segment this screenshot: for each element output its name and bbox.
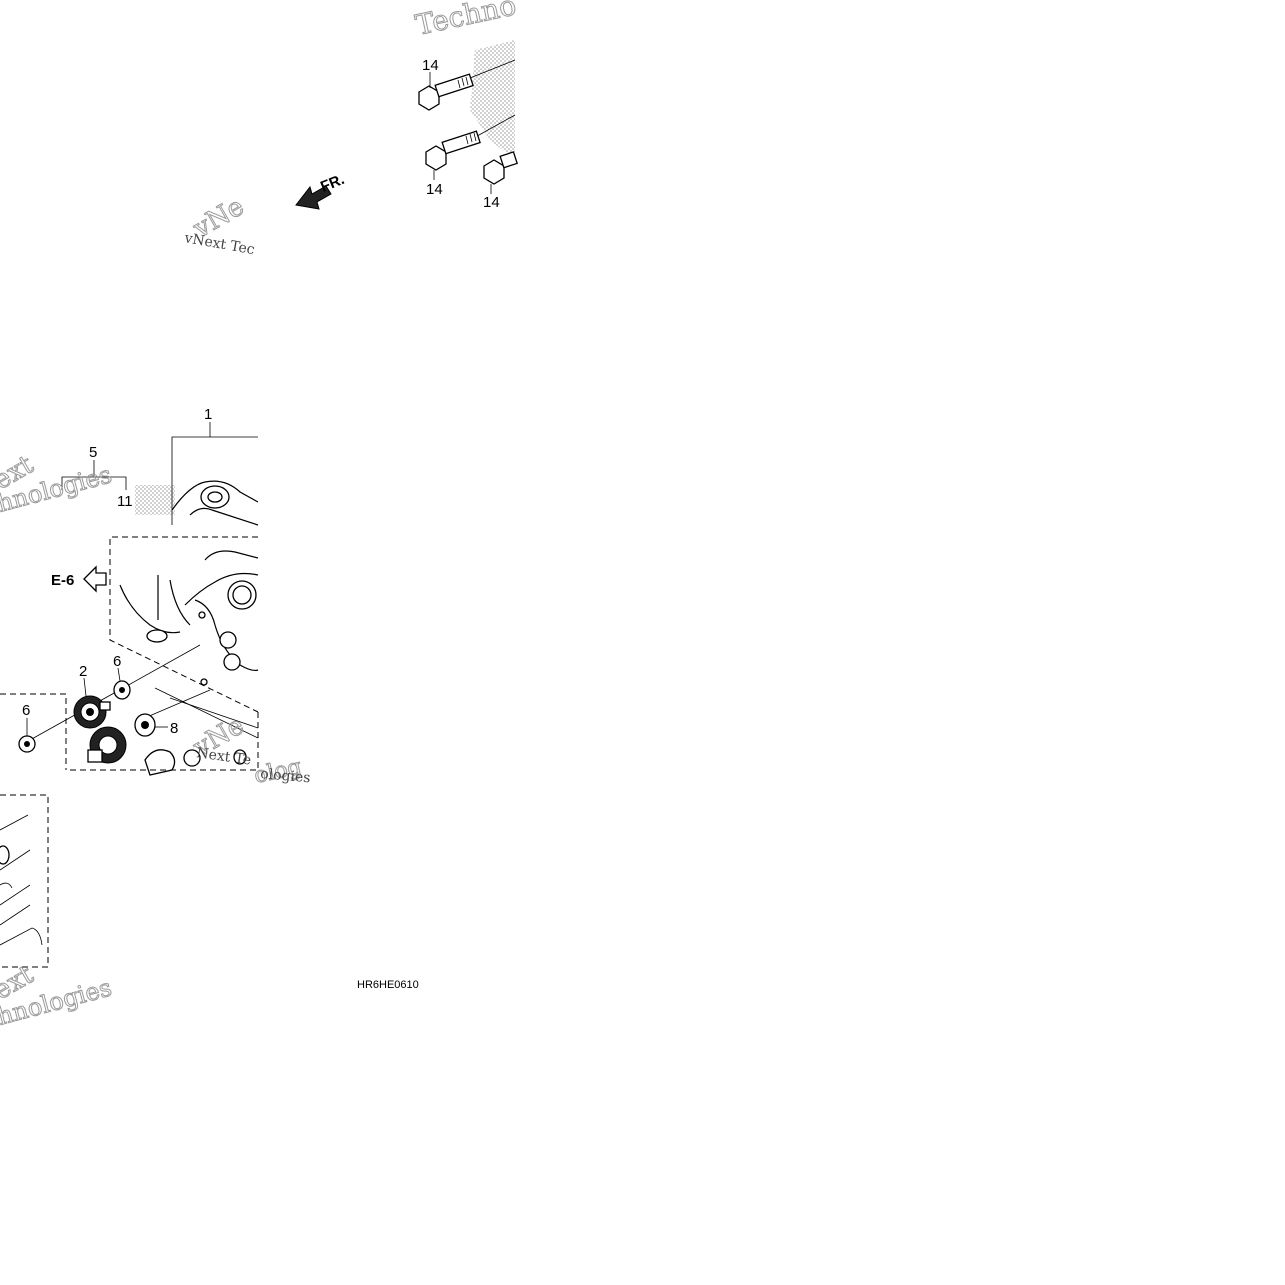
callout-14-upper: 14 <box>422 57 439 74</box>
bolt-14-middle <box>425 130 481 171</box>
bolt-14-upper <box>418 73 474 111</box>
front-direction-arrow <box>295 185 332 210</box>
gear-2 <box>73 695 111 729</box>
reference-arrow-e6 <box>83 565 107 593</box>
bearing-6-lower <box>18 735 36 753</box>
bolt-14-lower <box>483 151 518 185</box>
reference-e6-label: E-6 <box>51 572 74 589</box>
housing-outline <box>171 480 259 511</box>
front-direction-label: FR. <box>318 171 347 196</box>
leader-line <box>464 59 516 81</box>
shaft-detail-panel <box>0 794 49 968</box>
gear-lower <box>87 726 127 764</box>
watermark-text: Techno <box>413 0 519 42</box>
gear-dashed-frame <box>0 693 67 770</box>
diagram-code: HR6HE0610 <box>357 979 419 991</box>
shading-area <box>135 485 175 515</box>
callout-1: 1 <box>204 406 212 423</box>
callout-6-upper: 6 <box>113 653 121 670</box>
bearing-6-upper <box>113 680 131 700</box>
case-dashed-frame <box>109 536 259 713</box>
shading-area <box>470 40 515 160</box>
callout-14-middle: 14 <box>426 181 443 198</box>
callout-2: 2 <box>79 663 87 680</box>
bolt-panel <box>418 40 518 194</box>
housing-assembly <box>0 422 259 776</box>
watermark-text: ologies <box>260 766 311 786</box>
shaft-dashed-frame <box>0 794 49 968</box>
leader-line <box>117 667 121 682</box>
callout-11: 11 <box>117 493 133 510</box>
callout-8: 8 <box>170 720 178 737</box>
watermark-text: Next Te <box>195 745 252 769</box>
case-outline <box>119 584 181 634</box>
washer <box>233 749 247 765</box>
callout-14-lower: 14 <box>483 194 500 211</box>
cam-piece <box>144 749 176 776</box>
washer <box>183 749 201 767</box>
callout-5: 5 <box>89 444 97 461</box>
leader-line <box>83 677 87 697</box>
callout-6-lower: 6 <box>22 702 30 719</box>
bearing-8 <box>134 713 156 737</box>
